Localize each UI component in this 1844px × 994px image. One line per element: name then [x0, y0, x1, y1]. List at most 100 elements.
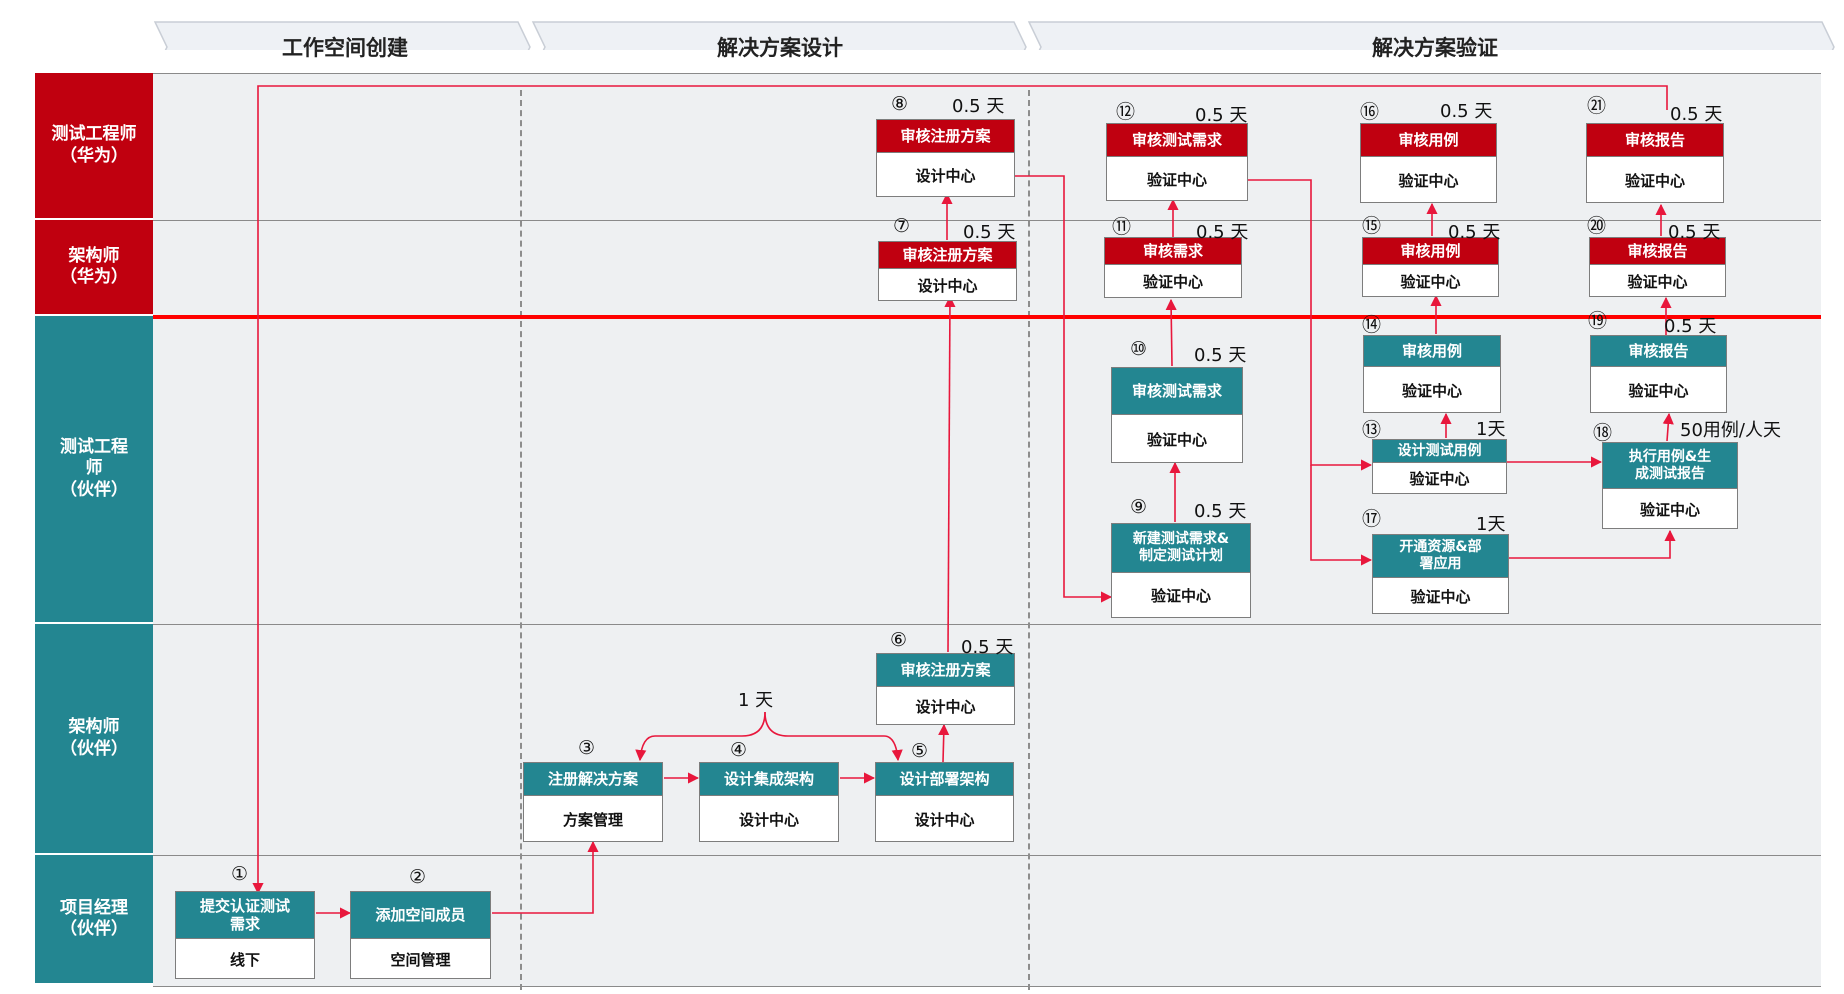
arrow-12-17 [1310, 465, 1373, 566]
step-6-tool: 设计中心 [915, 697, 976, 716]
step-5-tool: 设计中心 [914, 810, 975, 829]
step-2-box[interactable]: 添加空间成员 空间管理 [350, 891, 491, 979]
step-7-tool: 设计中心 [917, 276, 978, 295]
arrow-8-9 [1014, 175, 1113, 603]
step-6-duration: 0.5 天 [961, 637, 1014, 658]
phase-divider-1 [520, 90, 522, 990]
step-10-number: ⑩ [1130, 338, 1148, 360]
step-13-duration: 1天 [1476, 419, 1506, 440]
step-4-title: 设计集成架构 [700, 763, 838, 796]
lane-bg-tester-partner [153, 316, 1821, 625]
arrow-2-3 [492, 840, 599, 914]
step-16-box[interactable]: 审核用例 验证中心 [1360, 123, 1497, 203]
step-12-tool: 验证中心 [1146, 170, 1207, 189]
phase-solution-design: 解决方案设计 [717, 36, 843, 60]
step-18-number: ⑱ [1593, 422, 1613, 444]
step-3-box[interactable]: 注册解决方案 方案管理 [523, 762, 663, 842]
step-11-duration: 0.5 天 [1196, 222, 1249, 243]
step-16-duration: 0.5 天 [1440, 101, 1493, 122]
step-17-box[interactable]: 开通资源&部 署应用 验证中心 [1372, 534, 1509, 614]
arrow-loop-to-5 [764, 711, 903, 762]
phase-workspace-create: 工作空间创建 [282, 36, 408, 60]
step-19-box[interactable]: 审核报告 验证中心 [1590, 335, 1727, 413]
step-8-box[interactable]: 审核注册方案 设计中心 [876, 119, 1015, 197]
step-12-box[interactable]: 审核测试需求 验证中心 [1106, 123, 1248, 201]
step-8-tool: 设计中心 [915, 166, 976, 185]
step-12-duration: 0.5 天 [1195, 105, 1248, 126]
step-21-duration: 0.5 天 [1670, 104, 1723, 125]
step-16-title: 审核用例 [1361, 124, 1496, 157]
step-8-number: ⑧ [891, 93, 909, 115]
step-14-title: 审核用例 [1364, 336, 1500, 367]
step-15-box[interactable]: 审核用例 验证中心 [1362, 237, 1499, 297]
step-7-number: ⑦ [893, 215, 911, 237]
step-1-box[interactable]: 提交认证测试 需求 线下 [175, 891, 315, 979]
step-6-box[interactable]: 审核注册方案 设计中心 [876, 653, 1015, 725]
step-17-duration: 1天 [1476, 514, 1506, 535]
step-13-tool: 验证中心 [1409, 470, 1470, 488]
step-20-tool: 验证中心 [1627, 272, 1688, 291]
step-11-number: ⑪ [1112, 216, 1132, 238]
step-1-number: ① [231, 863, 249, 885]
step-4-box[interactable]: 设计集成架构 设计中心 [699, 762, 839, 842]
step-18-tool: 验证中心 [1639, 500, 1700, 519]
step-1-tool: 线下 [229, 950, 260, 969]
step-15-tool: 验证中心 [1400, 272, 1461, 291]
step-20-box[interactable]: 审核报告 验证中心 [1589, 237, 1726, 297]
step-12-title: 审核测试需求 [1107, 124, 1247, 157]
step-6-title: 审核注册方案 [877, 654, 1014, 687]
step-15-duration: 0.5 天 [1448, 222, 1501, 243]
step-19-number: ⑲ [1588, 310, 1608, 332]
step-17-tool: 验证中心 [1410, 587, 1471, 606]
step-7-box[interactable]: 审核注册方案 设计中心 [878, 241, 1017, 301]
step-9-tool: 验证中心 [1150, 587, 1211, 605]
step-5-number: ⑤ [911, 740, 929, 762]
lane-label-pm-partner: 项目经理 （伙伴） [35, 855, 153, 985]
step-20-title: 审核报告 [1590, 238, 1725, 265]
arrow-return-loop [252, 85, 1668, 895]
step-21-box[interactable]: 审核报告 验证中心 [1586, 123, 1724, 203]
step-10-duration: 0.5 天 [1194, 345, 1247, 366]
step-10-title: 审核测试需求 [1112, 368, 1242, 415]
step-14-box[interactable]: 审核用例 验证中心 [1363, 335, 1501, 413]
step-2-tool: 空间管理 [390, 950, 451, 969]
step-10-box[interactable]: 审核测试需求 验证中心 [1111, 367, 1243, 463]
step-15-title: 审核用例 [1363, 238, 1498, 265]
arrow-loop-to-3 [635, 711, 766, 762]
step-13-box[interactable]: 设计测试用例 验证中心 [1372, 439, 1507, 494]
phase-solution-verify: 解决方案验证 [1372, 36, 1498, 60]
lane-label-architect-partner: 架构师 （伙伴） [35, 624, 153, 855]
step-19-duration: 0.5 天 [1664, 316, 1717, 337]
step-4-tool: 设计中心 [738, 810, 799, 829]
step-13-number: ⑬ [1362, 419, 1382, 441]
step-8-title: 审核注册方案 [877, 120, 1014, 153]
step-21-number: ㉑ [1587, 95, 1607, 117]
step-5-title: 设计部署架构 [876, 763, 1013, 796]
step-14-number: ⑭ [1362, 314, 1382, 336]
lane-label-architect-huawei: 架构师 （华为） [35, 220, 153, 316]
step-18-box[interactable]: 执行用例&生 成测试报告 验证中心 [1602, 442, 1738, 529]
arrow-17-18 [1508, 529, 1676, 559]
step-11-box[interactable]: 审核需求 验证中心 [1104, 237, 1242, 298]
step-3-title: 注册解决方案 [524, 763, 662, 796]
phase-chevrons [153, 21, 1835, 50]
step-8-duration: 0.5 天 [952, 96, 1005, 117]
step-14-tool: 验证中心 [1401, 381, 1462, 400]
step-18-duration: 50用例/人天 [1680, 420, 1781, 441]
step-11-tool: 验证中心 [1142, 273, 1203, 291]
step-16-tool: 验证中心 [1398, 171, 1459, 190]
step-21-tool: 验证中心 [1624, 171, 1685, 190]
step-9-title: 新建测试需求& 制定测试计划 [1112, 524, 1250, 573]
step-16-number: ⑯ [1360, 101, 1380, 123]
step-9-box[interactable]: 新建测试需求& 制定测试计划 验证中心 [1111, 523, 1251, 618]
step-20-number: ⑳ [1587, 215, 1607, 237]
arrow-5-6 [938, 723, 950, 763]
lane-label-tester-huawei: 测试工程师 （华为） [35, 73, 153, 220]
step-3-number: ③ [578, 737, 596, 759]
step-5-box[interactable]: 设计部署架构 设计中心 [875, 762, 1014, 842]
phase-divider-2 [1028, 90, 1030, 990]
step-13-title: 设计测试用例 [1373, 440, 1506, 463]
step-10-tool: 验证中心 [1146, 430, 1207, 449]
arrow-10-11 [1165, 298, 1177, 367]
